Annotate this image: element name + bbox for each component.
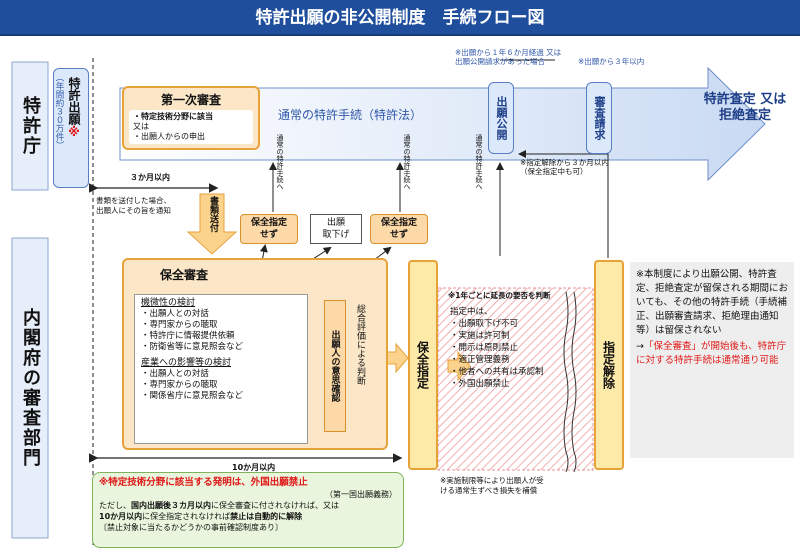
review-inner-arrow-2 (386, 344, 408, 372)
annual-check-note: ※1年ごとに延長の要否を判断 (448, 290, 551, 301)
return-label-2: 通常の特許手続へ (403, 134, 411, 190)
effects-item: ・適正管理義務 (450, 354, 570, 366)
foreign-filing-box: ※特定技術分野に該当する発明は、外国出願禁止 （第一国出願義務） ただし、国内出… (92, 472, 404, 548)
publication-box: 出願公開 (488, 82, 514, 154)
impact-item: ・関係省庁に意見照会など (141, 391, 301, 402)
three-months-label: ３か月以内 (130, 172, 170, 183)
first-review-criteria: ・特定技術分野に該当 又は ・出願人からの申出 (129, 110, 253, 144)
security-review-title: 保全審査 (160, 266, 208, 283)
lane-label-jpo: 特許庁 (12, 62, 48, 190)
doc-send-label: 書類送付 (207, 196, 220, 232)
exam-request-box: 審査請求 (586, 82, 612, 154)
withdrawal-box: 出願 取下げ (310, 214, 362, 244)
not-designated-box-1: 保全指定 せず (240, 214, 298, 244)
not-designated-box-2: 保全指定 せず (370, 214, 428, 244)
impact-heading: 産業への影響等の検討 (141, 358, 301, 369)
first-review-box: 第一次審査 ・特定技術分野に該当 又は ・出願人からの申出 (122, 86, 260, 150)
side-note-highlight: →「保全審査」が開始後も、特許庁に対する特許手続は通常通り可能 (636, 340, 788, 368)
return-label-3: 通常の特許手続へ (475, 134, 483, 190)
sensitivity-item: ・防衛省等に意見照会など (141, 342, 301, 353)
sensitivity-item: ・専門家からの聴取 (141, 320, 301, 331)
intent-check-box: 出願人の意思確認 (324, 300, 346, 432)
foreign-headline: ※特定技術分野に該当する発明は、外国出願禁止 (99, 476, 397, 489)
compensation-note: ※実施制限等により出願人が受 ける通常生ずべき損失を補償 (440, 476, 600, 496)
sensitivity-item: ・出願人との対話 (141, 309, 301, 320)
foreign-body-3: 〔禁止対象に当たるかどうかの事前確認制度あり〕 (99, 522, 397, 533)
decision-label: 特許査定 又は 拒絶査定 (700, 92, 790, 124)
effects-heading: 指定中は、 (450, 306, 570, 318)
effects-item: ・実施は許可制 (450, 330, 570, 342)
foreign-body-2: 10か月以内に保全指定されなければ禁止は自動的に解除 (99, 511, 397, 522)
criteria-request: ・出願人からの申出 (133, 132, 249, 142)
impact-item: ・専門家からの聴取 (141, 380, 301, 391)
overall-judgment: 総合評価による判断 (354, 304, 365, 385)
first-review-title: 第一次審査 (124, 91, 258, 108)
normal-process-label: 通常の特許手続（特許法） (278, 106, 422, 123)
release-timing-note: ※指定解除から３か月以内 （保全指定中も可） (520, 158, 640, 176)
criteria-tech-field: ・特定技術分野に該当 (133, 112, 249, 122)
release-box: 指定解除 (594, 260, 624, 470)
notify-note: 書類を送付した場合、 出願人にその旨を通知 (96, 196, 206, 216)
filing-count: （年間約３０万件） (54, 73, 64, 150)
three-years-note: ※出願から３年以内 (578, 56, 644, 67)
filing-label: 特許出願※ (67, 77, 81, 139)
designation-box: 保全指定 (408, 260, 438, 470)
sensitivity-item: ・特許庁に情報提供依頼 (141, 331, 301, 342)
effects-item: ・出願取下げ不可 (450, 318, 570, 330)
filing-box: 特許出願※ （年間約３０万件） (53, 68, 89, 188)
side-note-box: ※本制度により出願公開、特許査定、拒絶査定が留保される期間においても、その他の特… (630, 262, 794, 458)
return-label-1: 通常の特許手続へ (276, 134, 284, 190)
impact-item: ・出願人との対話 (141, 369, 301, 380)
criteria-or: 又は (133, 122, 249, 132)
review-details: 機微性の検討 ・出願人との対話 ・専門家からの聴取 ・特許庁に情報提供依頼 ・防… (134, 294, 308, 444)
effects-item: ・開示は原則禁止 (450, 342, 570, 354)
lane-label-cabinet: 内閣府の審査部門 (12, 238, 48, 538)
foreign-sub: （第一国出願義務） (99, 489, 397, 500)
effects-item: ・他者への共有は承認制 (450, 366, 570, 378)
security-review-box: 保全審査 機微性の検討 ・出願人との対話 ・専門家からの聴取 ・特許庁に情報提供… (122, 258, 388, 450)
effects-item: ・外国出願禁止 (450, 378, 570, 390)
side-note-text: ※本制度により出願公開、特許査定、拒絶査定が留保される期間においても、その他の特… (636, 268, 788, 338)
foreign-body-1: ただし、国内出願後３カ月以内に保全審査に付されなければ、又は (99, 500, 397, 511)
publication-condition-note: ※出願から１年６か月経過 又は 出願公開請求があった場合 (455, 48, 595, 66)
designation-effects: 指定中は、 ・出願取下げ不可 ・実施は許可制 ・開示は原則禁止 ・適正管理義務 … (450, 306, 570, 390)
sensitivity-heading: 機微性の検討 (141, 298, 301, 309)
